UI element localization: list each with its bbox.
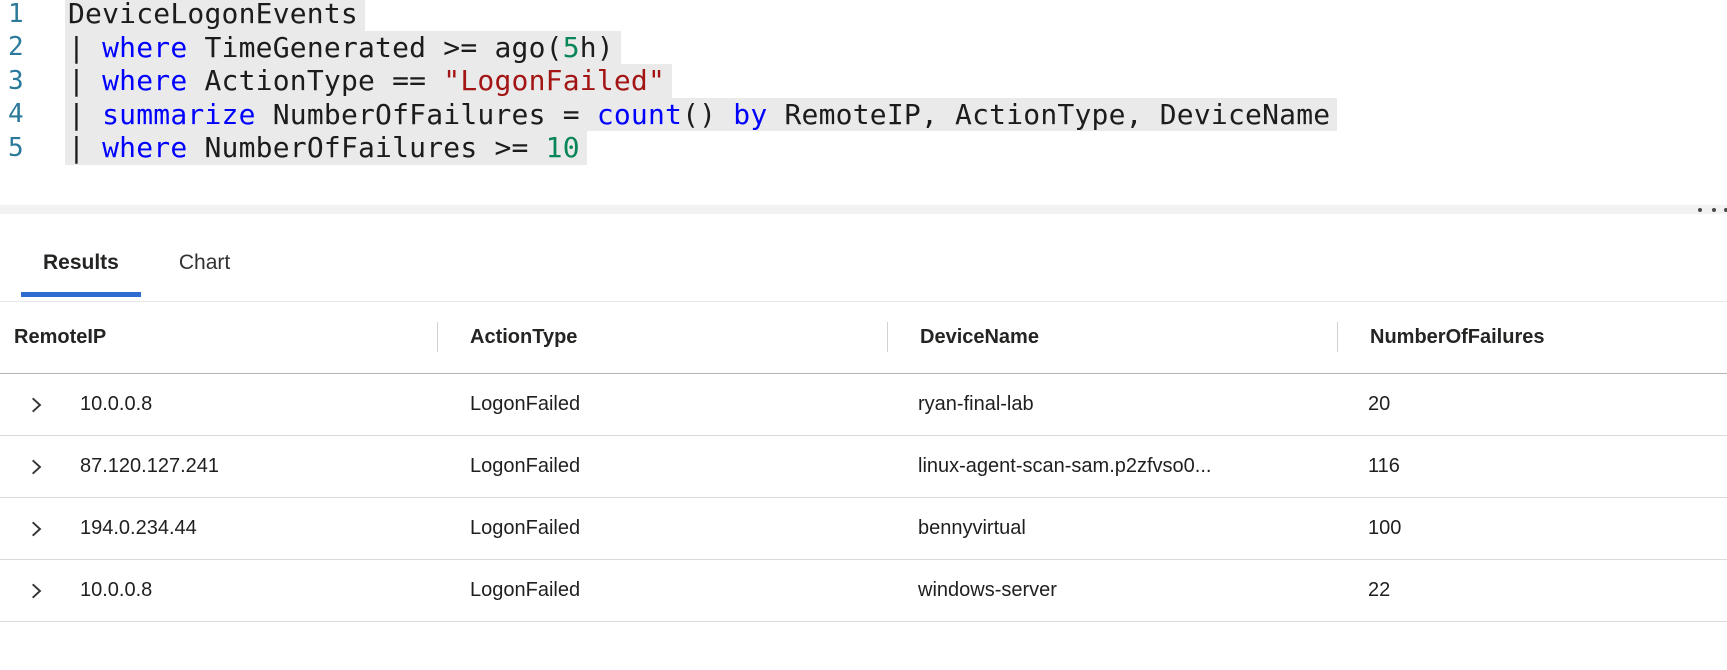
cell-numberoffailures: 100: [1368, 517, 1402, 539]
remoteip-value: 10.0.0.8: [80, 393, 153, 415]
code-text: | where NumberOfFailures >= 10: [65, 131, 587, 165]
line-number: 3: [8, 65, 24, 96]
cell-devicename: linux-agent-scan-sam.p2zfvso0...: [918, 455, 1212, 477]
cell-devicename: ryan-final-lab: [918, 393, 1034, 415]
cell-devicename: bennyvirtual: [918, 517, 1026, 539]
cell-remoteip: 194.0.234.44: [0, 498, 437, 559]
cell-numberoffailures: 22: [1368, 579, 1391, 601]
table-row[interactable]: 10.0.0.8 LogonFailed ryan-final-lab 20: [0, 374, 1727, 436]
line-number: 5: [8, 132, 24, 163]
cell-numberoffailures: 20: [1368, 393, 1391, 415]
tab-chart-label: Chart: [178, 251, 231, 274]
table-row[interactable]: 87.120.127.241 LogonFailed linux-agent-sca…: [0, 436, 1727, 498]
results-table: RemoteIP ActionType DeviceName NumberOfF…: [0, 301, 1727, 622]
results-table-header: RemoteIP ActionType DeviceName NumberOfF…: [0, 301, 1727, 374]
code-text: | where ActionType == "LogonFailed": [65, 64, 673, 98]
cell-actiontype: LogonFailed: [470, 579, 581, 601]
row-expand-chevron-icon[interactable]: [28, 397, 44, 413]
code-line[interactable]: 4 | summarize NumberOfFailures = count() …: [0, 97, 1727, 131]
tab-chart[interactable]: Chart: [157, 248, 252, 301]
row-expand-chevron-icon[interactable]: [28, 583, 44, 599]
results-tab-bar: Results Chart: [0, 248, 1727, 302]
cell-numberoffailures: 116: [1368, 455, 1400, 477]
line-number: 4: [8, 99, 24, 130]
table-row[interactable]: 10.0.0.8 LogonFailed windows-server 22: [0, 560, 1727, 622]
column-header-remoteip[interactable]: RemoteIP: [14, 325, 107, 348]
tab-results-label: Results: [43, 251, 119, 274]
code-line[interactable]: 5 | where NumberOfFailures >= 10: [0, 131, 1727, 165]
active-tab-underline: [21, 292, 141, 297]
line-number: 1: [8, 0, 24, 29]
column-header-actiontype[interactable]: ActionType: [437, 301, 887, 373]
tab-results[interactable]: Results: [21, 248, 141, 301]
code-line[interactable]: 3 | where ActionType == "LogonFailed": [0, 64, 1727, 98]
cell-actiontype: LogonFailed: [470, 517, 581, 539]
remoteip-value: 10.0.0.8: [80, 579, 153, 601]
code-line[interactable]: 1 DeviceLogonEvents: [0, 0, 1727, 31]
pane-splitter[interactable]: [0, 205, 1727, 214]
cell-actiontype: LogonFailed: [470, 455, 581, 477]
code-text: DeviceLogonEvents: [65, 0, 365, 31]
row-expand-chevron-icon[interactable]: [28, 459, 44, 475]
remoteip-value: 194.0.234.44: [80, 517, 197, 539]
column-header-devicename[interactable]: DeviceName: [887, 301, 1337, 373]
code-line[interactable]: 2 | where TimeGenerated >= ago(5h): [0, 30, 1727, 64]
column-header-numberoffailures[interactable]: NumberOfFailures: [1337, 301, 1727, 373]
table-row[interactable]: 194.0.234.44 LogonFailed bennyvirtual 100: [0, 498, 1727, 560]
cell-remoteip: 87.120.127.241: [0, 436, 437, 497]
splitter-ellipsis-icon: [1698, 208, 1702, 212]
cell-actiontype: LogonFailed: [470, 393, 581, 415]
cell-remoteip: 10.0.0.8: [0, 560, 437, 621]
remoteip-value: 87.120.127.241: [80, 455, 220, 477]
splitter-ellipsis-icon: [1724, 208, 1727, 212]
line-number: 2: [8, 32, 24, 63]
cell-remoteip: 10.0.0.8: [0, 374, 437, 435]
row-expand-chevron-icon[interactable]: [28, 521, 44, 537]
splitter-ellipsis-icon: [1712, 208, 1716, 212]
query-editor[interactable]: 1 DeviceLogonEvents 2 | where TimeGenerated…: [0, 0, 1727, 165]
code-text: | where TimeGenerated >= ago(5h): [65, 30, 621, 64]
code-text: | summarize NumberOfFailures = count() b…: [65, 97, 1338, 131]
cell-devicename: windows-server: [918, 579, 1057, 601]
